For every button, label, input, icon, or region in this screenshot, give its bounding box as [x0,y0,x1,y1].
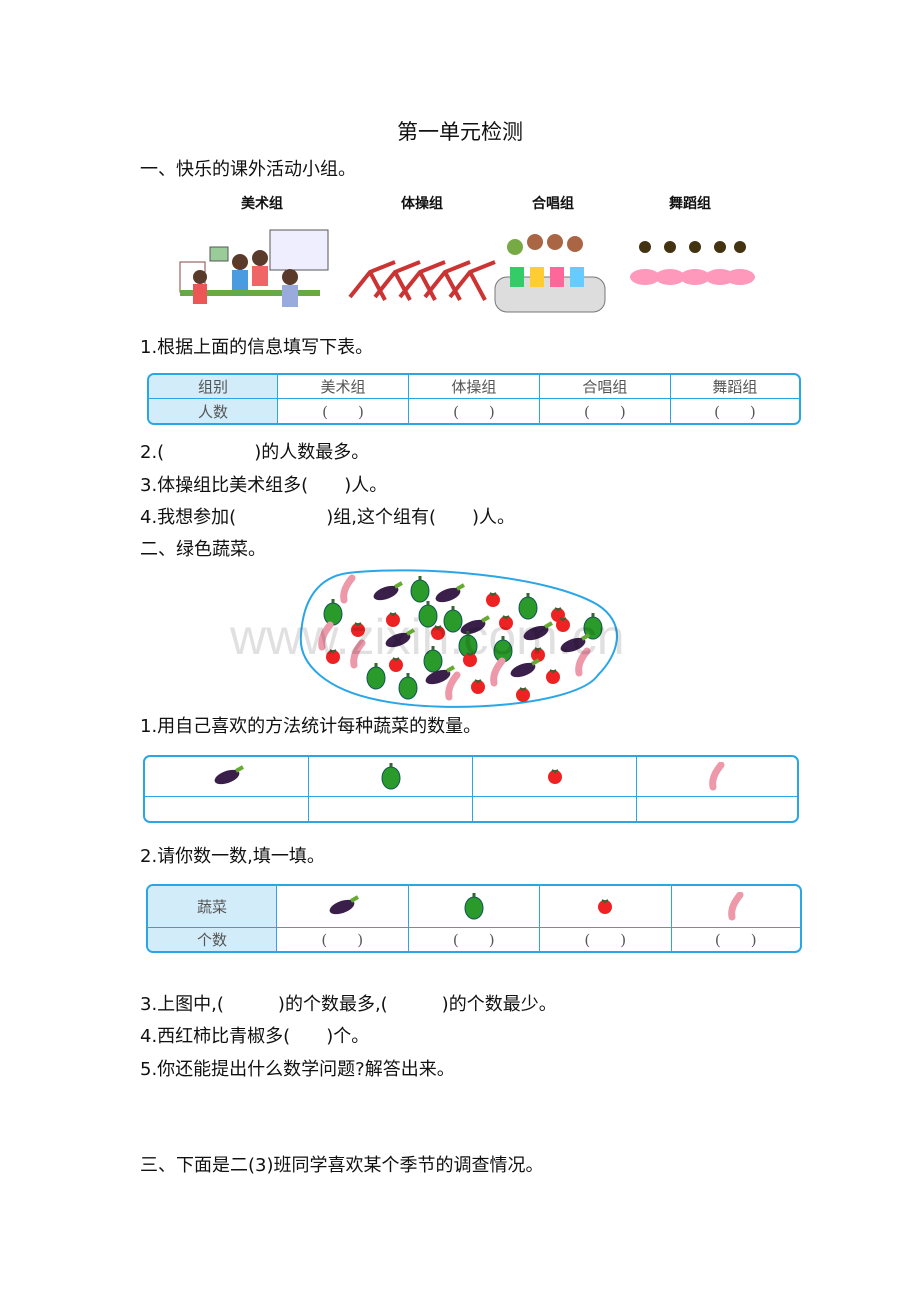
tomato-icon [389,657,403,672]
vegetable-count-table: 蔬菜 个数 ( ) ( ) ( ) ( ) [146,884,802,953]
vegetable-field-illustration [299,569,618,708]
answer-blank[interactable]: ( ) [540,928,672,951]
tomato-icon [471,679,485,694]
question-1-1: 1.根据上面的信息填写下表。 [140,337,374,358]
pepper-icon [408,886,541,928]
table-cell: 体操组 [408,375,540,399]
table-cell: 合唱组 [539,375,671,399]
page-title: 第一单元检测 [397,120,523,144]
table-header: 组别 [149,375,278,399]
section3-heading: 三、下面是二(3)班同学喜欢某个季节的调查情况。 [140,1155,544,1176]
section2-heading: 二、绿色蔬菜。 [140,539,266,560]
tomato-icon [386,612,400,627]
radish-icon [350,639,366,669]
question-1-4: 4.我想参加( )组,这个组有( )人。 [140,507,515,528]
eggplant-icon [425,665,455,685]
answer-blank[interactable]: ( ) [278,399,409,423]
table-header: 人数 [149,399,278,423]
tomato-icon [431,625,445,640]
table-header: 个数 [148,928,277,951]
radish-icon [318,621,334,651]
radish-icon [671,886,800,928]
eggplant-icon [373,581,403,601]
eggplant-icon [145,757,310,797]
table-cell: 舞蹈组 [670,375,799,399]
eggplant-icon [523,621,553,641]
answer-blank[interactable]: ( ) [277,928,409,951]
group-label: 体操组 [401,196,443,212]
group-count-table: 组别 美术组 体操组 合唱组 舞蹈组 人数 ( ) ( ) ( ) ( ) [147,373,801,425]
tomato-icon [463,652,477,667]
question-1-2: 2.( )的人数最多。 [140,442,370,463]
tally-cell[interactable] [309,797,474,821]
table-header: 蔬菜 [148,886,277,928]
answer-blank[interactable]: ( ) [409,399,540,423]
tally-cell[interactable] [145,797,310,821]
art-group-picture [179,229,329,307]
group-label: 美术组 [241,196,283,212]
watermark: www.zixin.com.cn [230,609,625,665]
eggplant-icon [560,633,590,653]
question-2-3: 3.上图中,( )的个数最多,( )的个数最少。 [140,994,557,1015]
gymnastics-group-picture [348,260,496,301]
tomato-icon [546,669,560,684]
tally-cell[interactable] [473,797,638,821]
answer-blank[interactable]: ( ) [714,931,757,949]
radish-icon [575,647,591,677]
group-label: 舞蹈组 [669,196,711,212]
eggplant-icon [460,615,490,635]
dance-group-picture [630,241,755,285]
pepper-icon [518,593,538,620]
choir-group-picture [494,234,606,313]
radish-icon [340,574,356,604]
answer-blank[interactable]: ( ) [540,399,671,423]
tomato-icon [326,649,340,664]
tomato-icon [486,592,500,607]
group-label: 合唱组 [532,196,574,212]
eggplant-icon [435,583,465,603]
question-2-2: 2.请你数一数,填一填。 [140,846,325,867]
pepper-icon [418,601,438,628]
radish-icon [637,757,797,797]
section1-heading: 一、快乐的课外活动小组。 [140,159,356,180]
table-cell: 美术组 [278,375,409,399]
question-1-3: 3.体操组比美术组多( )人。 [140,475,388,496]
activity-groups-illustration [179,229,755,313]
tomato-icon [556,617,570,632]
question-2-1: 1.用自己喜欢的方法统计每种蔬菜的数量。 [140,716,482,737]
tomato-icon [516,687,530,702]
eggplant-icon [385,628,415,648]
tomato-icon [499,615,513,630]
tomato-icon [531,647,545,662]
tomato-icon [540,886,672,928]
radish-icon [490,657,506,687]
pepper-icon [443,606,463,633]
question-2-5: 5.你还能提出什么数学问题?解答出来。 [140,1059,455,1080]
tally-cell[interactable] [637,797,797,821]
pepper-icon [410,576,430,603]
pepper-icon [309,757,474,797]
pepper-icon [398,673,418,700]
eggplant-icon [510,658,540,678]
pepper-icon [583,613,603,640]
question-2-4: 4.西红柿比青椒多( )个。 [140,1026,370,1047]
vegetable-tally-table [143,755,799,823]
answer-blank[interactable]: ( ) [409,928,541,951]
tomato-icon [351,622,365,637]
radish-icon [445,671,461,701]
answer-blank[interactable]: ( ) [714,402,756,421]
eggplant-icon [277,886,409,928]
pepper-icon [423,646,443,673]
pepper-icon [366,663,386,690]
tomato-icon [473,757,638,797]
